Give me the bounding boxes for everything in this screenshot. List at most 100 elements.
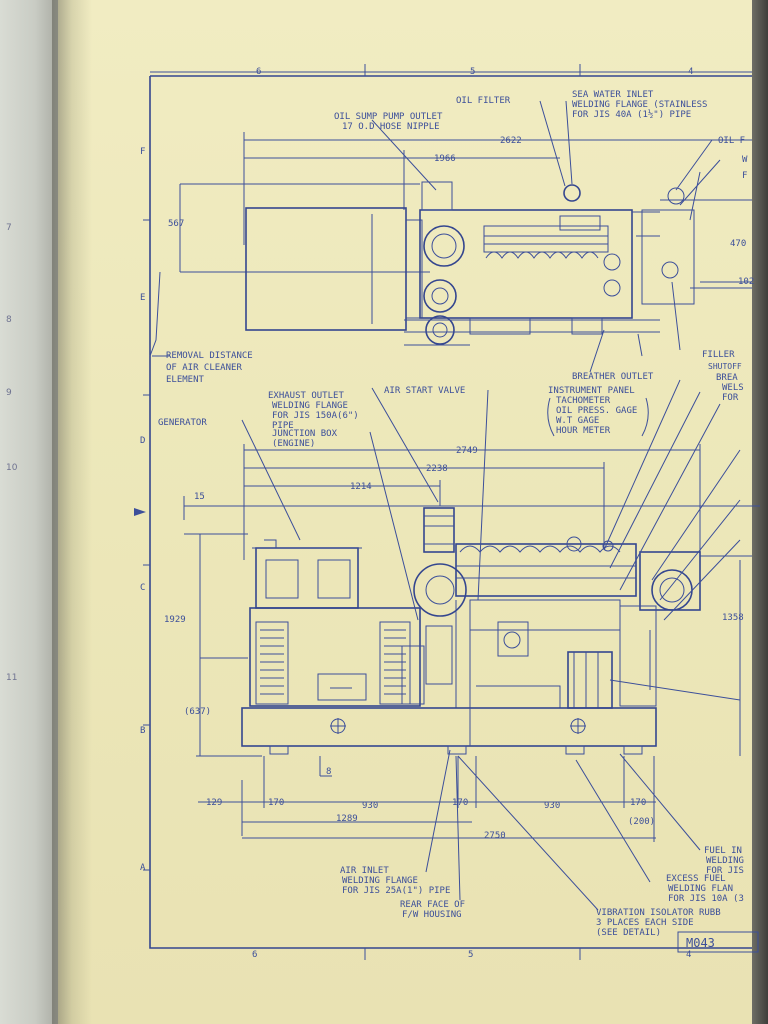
margin-mark: 9: [6, 388, 12, 398]
instrument-label-5: HOUR METER: [556, 426, 611, 436]
dim-right-1: 470: [730, 239, 746, 249]
side-view-upper-dimensions: 2749 2238 1214 15 1929 (637) 1358: [164, 444, 760, 757]
drawing-border: [134, 64, 752, 960]
instrument-label-3: OIL PRESS. GAGE: [556, 406, 637, 416]
dim-engine: 1966: [434, 154, 456, 164]
removal-label-2: OF AIR CLEANER: [166, 363, 242, 373]
drawing-number-box: M043: [677, 931, 759, 953]
filler-label: FILLER: [702, 350, 735, 360]
exhaust-label-4: PIPE: [272, 421, 294, 431]
zone-letter: B: [140, 726, 145, 736]
oil-sump-label-2: 17 O.D HOSE NIPPLE: [342, 122, 440, 132]
dim-bottom-930-b: 930: [544, 801, 560, 811]
dim-height-left: 567: [168, 219, 184, 229]
centering-arrow: [134, 508, 146, 516]
instrument-label-2: TACHOMETER: [556, 396, 611, 406]
oil-sump-label-1: OIL SUMP PUMP OUTLET: [334, 112, 443, 122]
dim-side-base-height: (637): [184, 707, 211, 717]
dim-side-overall: 2749: [456, 446, 478, 456]
dim-side-1214: 1214: [350, 482, 372, 492]
instrument-label-4: W.T GAGE: [556, 416, 599, 426]
dim-side-right-height: 1358: [722, 613, 744, 623]
margin-mark: 8: [6, 315, 12, 325]
removal-label-3: ELEMENT: [166, 375, 205, 385]
dim-bottom-170-c: 170: [630, 798, 646, 808]
exhaust-label-1: EXHAUST OUTLET: [268, 391, 344, 401]
engine-side: [401, 507, 701, 709]
drawing-number: M043: [686, 936, 715, 950]
shutoff-label: SHUTOFF: [708, 362, 742, 371]
vibration-label-3: (SEE DETAIL): [596, 928, 661, 938]
dim-bottom-170-b: 170: [452, 798, 468, 808]
zone-letter: F: [140, 147, 145, 157]
breather-label: BREATHER OUTLET: [572, 372, 654, 382]
facing-page-marks: 7 8 9 10 11: [6, 223, 18, 683]
zone-number: 5: [470, 67, 475, 77]
rear-face-label-2: F/W HOUSING: [402, 910, 462, 920]
air-inlet-label-3: FOR JIS 25A(1") PIPE: [342, 886, 450, 896]
dim-small-8: 8: [326, 767, 331, 777]
top-view-dimensions: 2622 1966 567 470 102: [168, 132, 754, 289]
instrument-bracket: [547, 397, 649, 437]
oil-filter-label: OIL FILTER: [456, 96, 511, 106]
sea-water-label-3: FOR JIS 40A (1½") PIPE: [572, 109, 691, 120]
generator-top: [245, 207, 407, 331]
zone-number: 6: [256, 67, 261, 77]
zone-number: 4: [686, 950, 691, 960]
for-label-right: FOR: [722, 393, 739, 403]
exhaust-label-2: WELDING FLANGE: [272, 401, 348, 411]
side-view-lower-dimensions: 129 170 930 170 930 170 (200) 1289 2750 …: [198, 756, 656, 842]
junction-label-2: (ENGINE): [272, 439, 315, 449]
margin-mark: 11: [6, 673, 17, 683]
oil-right-label: OIL F: [718, 136, 745, 146]
zone-number: 5: [468, 950, 473, 960]
right-label-b: F: [742, 171, 747, 181]
rear-face-label-1: REAR FACE OF: [400, 900, 465, 910]
base-frame: [241, 707, 657, 755]
right-label-a: W: [742, 155, 748, 165]
dim-bottom-129: 129: [206, 798, 222, 808]
margin-mark: 10: [6, 463, 18, 473]
excess-fuel-label-2: WELDING FLAN: [668, 884, 733, 894]
zone-letter: C: [140, 583, 145, 593]
zone-letter: E: [140, 293, 145, 303]
engine-top: [404, 181, 695, 357]
dim-overall: 2622: [500, 136, 522, 146]
margin-mark: 7: [6, 223, 12, 233]
dim-bottom-1289: 1289: [336, 814, 358, 824]
excess-fuel-label-3: FOR JIS 10A (3: [668, 894, 744, 904]
air-inlet-label-1: AIR INLET: [340, 866, 389, 876]
excess-fuel-label-1: EXCESS FUEL: [666, 874, 726, 884]
side-view: 2749 2238 1214 15 1929 (637) 1358: [158, 379, 760, 938]
dim-bottom-2750: 2750: [484, 831, 506, 841]
fuel-in-label-3: FOR JIS: [706, 866, 744, 876]
dim-bottom-170-a: 170: [268, 798, 284, 808]
blueprint-sheet: [58, 0, 758, 1024]
top-view: 2622 1966 567 470 102: [149, 90, 754, 437]
sea-water-label-2: WELDING FLANGE (STAINLESS: [572, 100, 707, 110]
fuel-in-label-2: WELDING: [706, 856, 744, 866]
zone-number: 6: [252, 950, 257, 960]
dim-side-2238: 2238: [426, 464, 448, 474]
facing-page: [0, 0, 58, 1024]
generator-label: GENERATOR: [158, 418, 207, 428]
dim-bottom-930-a: 930: [362, 801, 378, 811]
removal-label-1: REMOVAL DISTANCE: [166, 351, 253, 361]
air-start-label: AIR START VALVE: [384, 386, 465, 396]
zone-letter: A: [140, 863, 146, 873]
sea-water-label-1: SEA WATER INLET: [572, 90, 654, 100]
vibration-label-1: VIBRATION ISOLATOR RUBB: [596, 908, 721, 918]
vibration-label-2: 3 PLACES EACH SIDE: [596, 918, 694, 928]
exhaust-label-3: FOR JIS 150A(6"): [272, 411, 359, 421]
zone-number: 4: [688, 67, 693, 77]
instrument-label-1: INSTRUMENT PANEL: [548, 386, 635, 396]
zone-letter: D: [140, 436, 145, 446]
fuel-in-label-1: FUEL IN: [704, 846, 742, 856]
zone-labels: 6 5 4 6 5 4 F E D C B A: [140, 67, 693, 960]
dim-bottom-200: (200): [628, 817, 655, 827]
air-inlet-label-2: WELDING FLANGE: [342, 876, 418, 886]
brea-label: BREA: [716, 373, 738, 383]
dim-side-height: 1929: [164, 615, 186, 625]
